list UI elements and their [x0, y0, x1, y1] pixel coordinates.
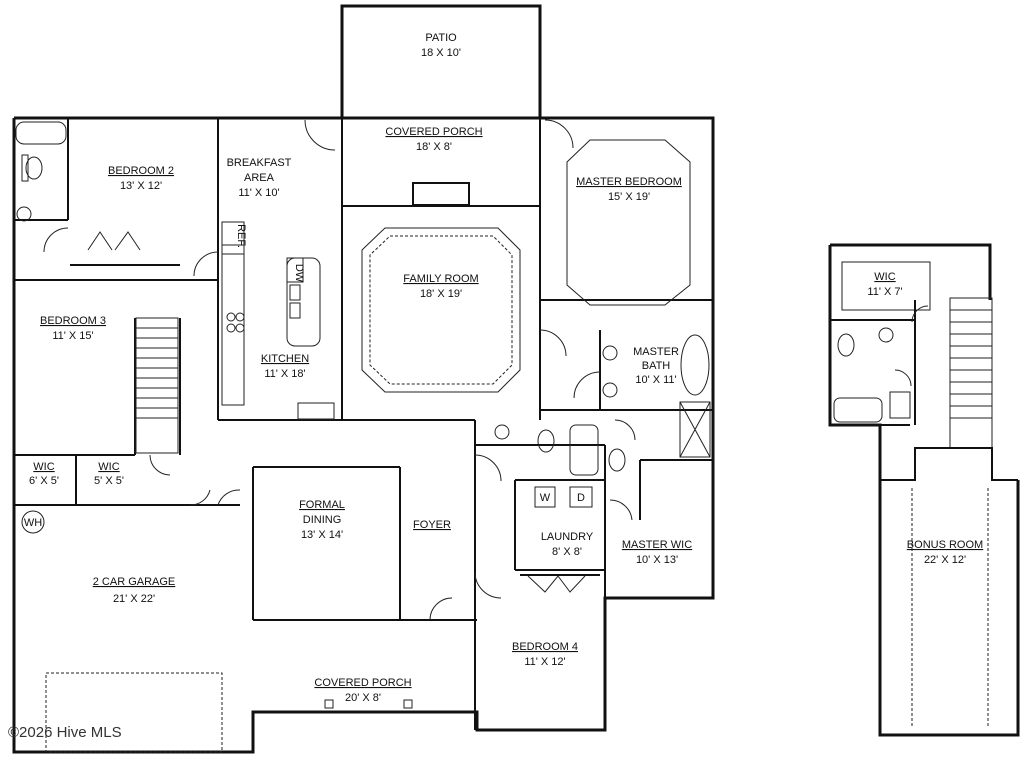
garage-name: 2 CAR GARAGE [93, 576, 176, 588]
laundry-size: 8' X 8' [552, 546, 582, 558]
wic1-name: WIC [33, 461, 54, 473]
foyer-name: FOYER [413, 519, 451, 531]
front-porch-name: COVERED PORCH [314, 677, 411, 689]
room-labels: PATIO 18 X 10' COVERED PORCH 18' X 8' BE… [29, 32, 983, 704]
fireplace [412, 182, 470, 206]
upper-wic-tray [841, 261, 931, 311]
stairs-main [135, 317, 179, 454]
fixture-labels: REF. DW WH W D [24, 224, 585, 529]
bedroom2-name: BEDROOM 2 [108, 165, 174, 177]
upper-wic-name: WIC [874, 271, 895, 283]
garage-door [45, 672, 223, 753]
family-room-tray [361, 227, 521, 393]
dw-label: DW [293, 264, 305, 283]
family-room-size: 18' X 19' [420, 288, 462, 300]
rear-porch-name: COVERED PORCH [385, 126, 482, 138]
exterior-walls [12, 4, 715, 754]
water-heater [21, 510, 45, 534]
ref-label: REF. [235, 224, 247, 248]
master-bath-size: 10' X 11' [635, 374, 676, 386]
bedroom4-name: BEDROOM 4 [512, 641, 578, 653]
master-bedroom-name: MASTER BEDROOM [576, 176, 682, 188]
wh-label: WH [24, 517, 42, 529]
master-bedroom-size: 15' X 19' [608, 191, 650, 203]
bedroom3-size: 11' X 15' [52, 330, 93, 342]
dining-name1: FORMAL [299, 499, 345, 511]
dryer [569, 486, 593, 508]
kitchen-size: 11' X 18' [264, 368, 305, 380]
dining-size: 13' X 14' [301, 529, 343, 541]
bonus-room-size: 22' X 12' [924, 554, 966, 566]
master-wic-size: 10' X 13' [636, 554, 678, 566]
master-bath-name2: BATH [642, 360, 671, 372]
breakfast-name1: BREAKFAST [227, 157, 292, 169]
master-wic-name: MASTER WIC [622, 539, 692, 551]
patio-size: 18 X 10' [421, 47, 461, 59]
interior-walls [14, 118, 713, 730]
master-bath-name1: MASTER [633, 346, 679, 358]
upper-floor [828, 243, 1020, 737]
rear-porch-size: 18' X 8' [416, 141, 452, 153]
washer [534, 486, 556, 508]
laundry-name: LAUNDRY [541, 531, 594, 543]
dining-name2: DINING [303, 514, 342, 526]
washer-label: W [540, 492, 551, 504]
upper-wic-size: 11' X 7' [867, 286, 902, 298]
kitchen-name: KITCHEN [261, 353, 309, 365]
dryer-label: D [577, 492, 585, 504]
front-porch-size: 20' X 8' [345, 692, 381, 704]
watermark: ©2026 Hive MLS [8, 724, 122, 741]
patio-outline [340, 4, 542, 120]
bonus-room-name: BONUS ROOM [907, 539, 983, 551]
stairs-upper [949, 297, 993, 449]
wic1-size: 6' X 5' [29, 475, 59, 487]
breakfast-name2: AREA [244, 172, 275, 184]
patio-name: PATIO [425, 32, 457, 44]
bedroom2-size: 13' X 12' [120, 180, 162, 192]
family-room-name: FAMILY ROOM [403, 273, 478, 285]
bedroom3-name: BEDROOM 3 [40, 315, 106, 327]
fixtures [15, 121, 711, 753]
door-swings [43, 119, 636, 621]
garage-size: 21' X 22' [113, 593, 155, 605]
wic2-name: WIC [98, 461, 119, 473]
shower [679, 401, 711, 458]
breakfast-size: 11' X 10' [238, 187, 279, 199]
bedroom4-size: 11' X 12' [524, 656, 565, 668]
master-tray [566, 139, 691, 306]
wic2-size: 5' X 5' [94, 475, 124, 487]
